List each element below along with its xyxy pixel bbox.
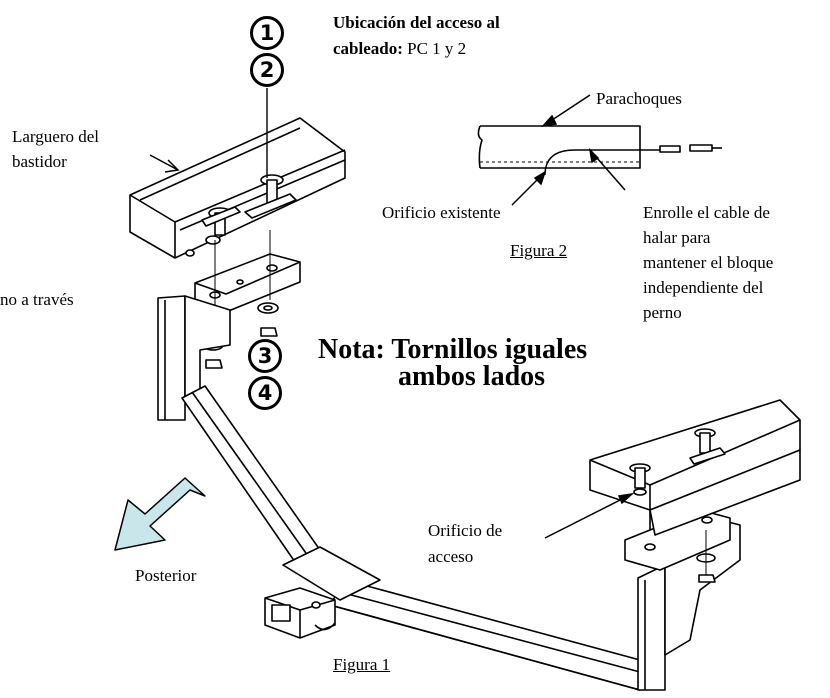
coil-note-line-3: mantener el bloque	[643, 253, 774, 272]
right-frame-rail	[589, 399, 801, 536]
callout-3: 3	[248, 339, 282, 373]
coil-note-line-4: independiente del	[643, 278, 764, 297]
rear-direction-arrow	[114, 477, 206, 551]
right-side-bracket	[624, 509, 741, 691]
coil-note-line-5: perno	[643, 303, 682, 322]
pointer-lines	[149, 94, 635, 539]
carriage-bolt-2	[244, 174, 297, 219]
bumper-label: Parachoques	[596, 89, 682, 108]
coil-note-line-1: Enrolle el cable de	[643, 203, 770, 222]
existing-hole-label: Orificio existente	[382, 203, 501, 222]
bumper-detail	[477, 125, 722, 176]
left-frame-rail	[129, 117, 346, 259]
left-side-bracket	[157, 295, 231, 421]
access-location-label: cableado:	[333, 39, 403, 58]
carriage-bolt-1	[201, 206, 241, 236]
note-line-2: ambos lados	[398, 361, 546, 392]
rear-label: Posterior	[135, 566, 197, 585]
right-washer-nut	[696, 530, 716, 583]
figure-1-caption: Figura 1	[333, 655, 391, 674]
access-location-title: Ubicación del acceso al	[333, 13, 500, 32]
callout-4: 4	[248, 376, 282, 410]
left-cross-tube	[181, 385, 321, 563]
access-location-value: PC 1 y 2	[402, 39, 467, 58]
figure-2-caption: Figura 2	[510, 241, 568, 260]
frame-rail-label-1: Larguero del	[12, 127, 100, 146]
fish-wire-label: no a través	[0, 290, 74, 309]
access-location-detail: cableado: PC 1 y 2	[333, 38, 466, 60]
receiver-assembly	[264, 546, 381, 639]
access-hole-label-1: Orificio de	[428, 521, 503, 540]
access-hole-label-2: acceso	[428, 547, 474, 566]
right-bolts	[629, 428, 726, 489]
callout-2: 2	[250, 53, 284, 87]
coil-note-line-2: halar para	[643, 228, 711, 247]
note-line-1: Nota: Tornillos iguales	[318, 334, 588, 365]
callout-1: 1	[250, 16, 284, 50]
frame-rail-label-2: bastidor	[12, 152, 67, 171]
